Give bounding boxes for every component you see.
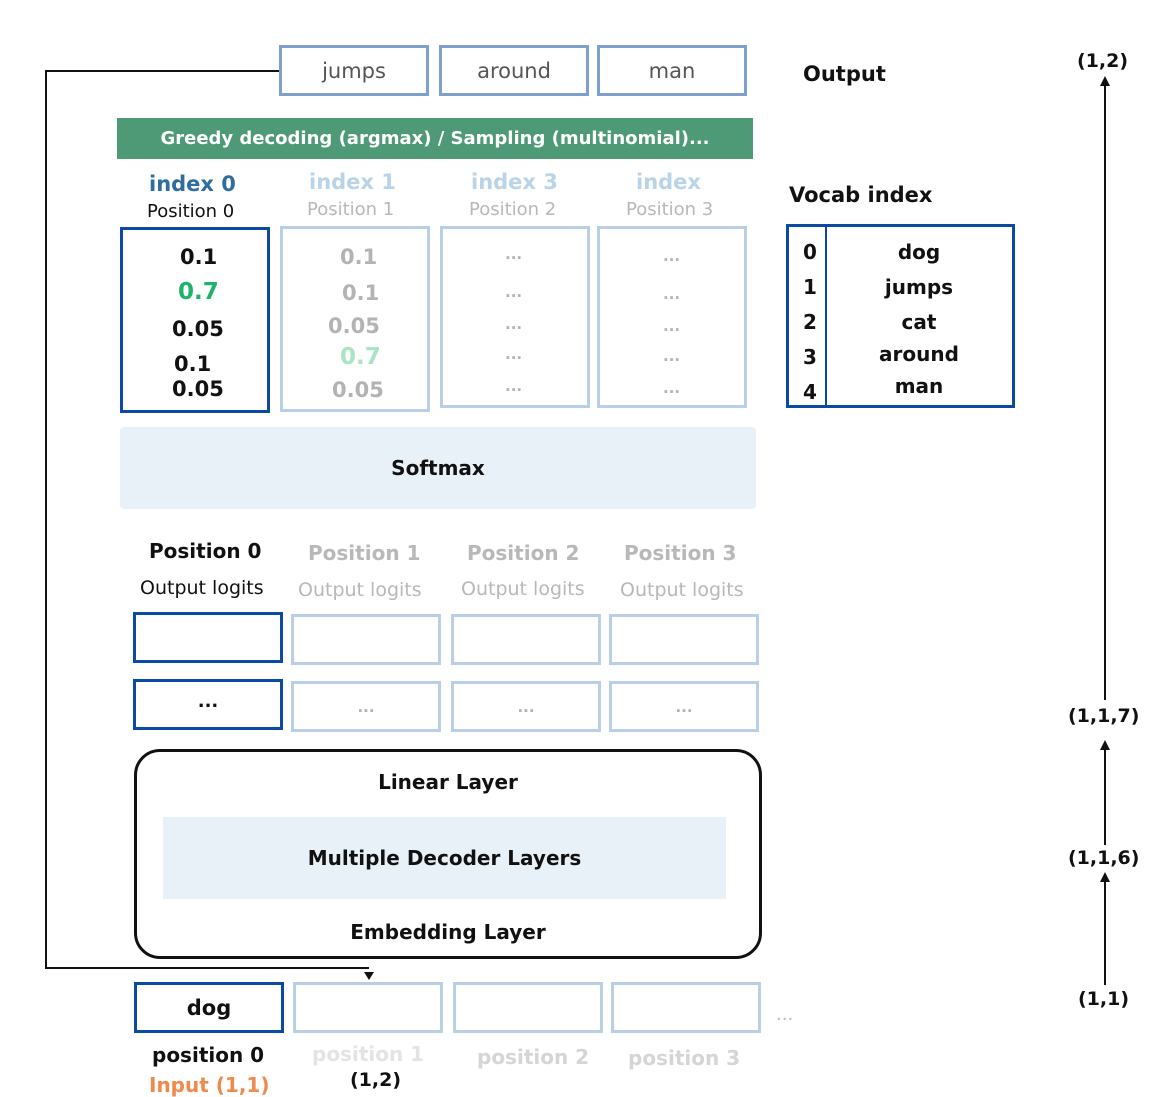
prob-value: 0.1 <box>174 352 212 376</box>
prob-value: ... <box>505 315 523 333</box>
logits-caption-1: Output logits <box>298 579 422 601</box>
prob-value: 0.05 <box>172 317 224 341</box>
logits-position-3: Position 3 <box>624 541 737 565</box>
prob-box-0: 0.1 0.7 0.05 0.1 0.05 <box>120 227 270 413</box>
vocab-index: 0 <box>803 240 817 264</box>
vocab-word: dog <box>897 240 941 264</box>
vocab-index: 2 <box>803 310 817 334</box>
embedding-layer-label: Embedding Layer <box>350 920 546 944</box>
logits-position-1: Position 1 <box>308 541 421 565</box>
shape-arrowhead-1 <box>1100 872 1110 882</box>
prob-value: ... <box>505 345 523 363</box>
logits-caption-0: Output logits <box>140 577 264 599</box>
prob-value: ... <box>663 317 681 335</box>
prob-index-1: index 1 <box>309 170 396 194</box>
logits-caption-3: Output logits <box>620 579 744 601</box>
input-label: Input (1,1) <box>149 1073 270 1097</box>
prob-value: 0.1 <box>180 245 218 269</box>
output-token-0: jumps <box>279 45 429 96</box>
input-slot-2 <box>453 982 603 1033</box>
shape-label: (1,2) <box>1077 50 1129 72</box>
logits-position-0: Position 0 <box>149 539 262 563</box>
prob-value: ... <box>663 285 681 303</box>
prob-value: ... <box>505 283 523 301</box>
vocab-word: jumps <box>884 275 954 299</box>
prob-position-1: Position 1 <box>307 199 395 220</box>
prob-value: 0.05 <box>332 378 384 402</box>
vocab-table: 0 1 2 3 4 dog jumps cat around man <box>786 224 1015 408</box>
model-block: Linear Layer Multiple Decoder Layers Emb… <box>134 749 762 959</box>
softmax-panel: Softmax <box>120 427 756 509</box>
vocab-word: man <box>894 374 944 398</box>
linear-layer-label: Linear Layer <box>378 770 518 794</box>
input-position-3: position 3 <box>628 1046 741 1070</box>
logits-cell <box>291 614 441 665</box>
prob-value: ... <box>505 377 523 395</box>
prob-box-2: ... ... ... ... ... <box>440 226 590 408</box>
vocab-title: Vocab index <box>789 183 933 207</box>
logits-cell <box>451 614 601 665</box>
logits-cell: ... <box>451 681 601 732</box>
prob-index-0: index 0 <box>149 172 236 196</box>
prob-box-3: ... ... ... ... ... <box>597 226 747 408</box>
decoder-layers-panel: Multiple Decoder Layers <box>163 817 726 899</box>
input-slot-1 <box>293 982 443 1033</box>
prob-value: ... <box>663 247 681 265</box>
logits-cell: ... <box>133 679 283 730</box>
prob-index-2: index 3 <box>471 170 558 194</box>
vocab-divider <box>825 227 827 405</box>
input-shape-pos1: (1,2) <box>350 1069 402 1091</box>
input-ellipsis: ... <box>776 1004 794 1025</box>
output-label: Output <box>803 62 886 86</box>
vocab-index: 3 <box>803 345 817 369</box>
feedback-loop-line <box>45 70 369 969</box>
logits-cell <box>133 612 283 663</box>
input-slot-3 <box>611 982 761 1033</box>
input-token-0: dog <box>134 982 284 1033</box>
input-position-2: position 2 <box>477 1045 590 1069</box>
output-token-1: around <box>439 45 589 96</box>
vocab-index: 1 <box>803 275 817 299</box>
shape-label: (1,1,7) <box>1068 705 1140 727</box>
vocab-word: cat <box>901 310 937 334</box>
prob-value: 0.1 <box>342 281 380 305</box>
prob-box-1: 0.1 0.1 0.05 0.7 0.05 <box>280 226 430 412</box>
vocab-index: 4 <box>803 380 817 404</box>
shape-label: (1,1,6) <box>1068 847 1140 869</box>
prob-position-3: Position 3 <box>626 199 714 220</box>
prob-value: 0.1 <box>340 245 378 269</box>
shape-arrowhead-2 <box>1100 740 1110 750</box>
prob-index-3: index <box>636 170 701 194</box>
input-position-0: position 0 <box>152 1043 265 1067</box>
prob-value: ... <box>663 347 681 365</box>
prob-value-highlight: 0.7 <box>340 344 381 370</box>
feedback-arrowhead <box>364 972 374 980</box>
input-position-1: position 1 <box>312 1042 425 1066</box>
prob-value: 0.05 <box>328 314 380 338</box>
prob-value: 0.05 <box>172 377 224 401</box>
prob-position-2: Position 2 <box>469 199 557 220</box>
prob-value: ... <box>505 245 523 263</box>
logits-cell: ... <box>609 681 759 732</box>
logits-cell: ... <box>291 681 441 732</box>
prob-value-highlight: 0.7 <box>178 279 219 305</box>
logits-position-2: Position 2 <box>467 541 580 565</box>
decoding-bar: Greedy decoding (argmax) / Sampling (mul… <box>117 118 753 159</box>
logits-cell <box>609 614 759 665</box>
prob-position-0: Position 0 <box>147 201 235 222</box>
logits-caption-2: Output logits <box>461 578 585 600</box>
vocab-word: around <box>879 342 959 366</box>
shape-arrowhead-3 <box>1100 76 1110 86</box>
output-token-2: man <box>597 45 747 96</box>
prob-value: ... <box>663 379 681 397</box>
shape-label: (1,1) <box>1078 988 1130 1010</box>
